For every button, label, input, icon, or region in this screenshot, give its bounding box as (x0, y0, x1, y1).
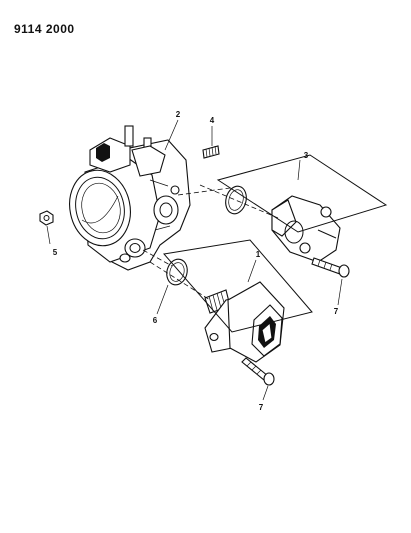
throttle-position-sensor (271, 195, 341, 263)
callout-2: 2 (176, 110, 181, 119)
iac-mounting-screw (241, 357, 275, 386)
leader-lines (46, 119, 343, 401)
callout-3: 3 (304, 151, 309, 160)
hex-nut (39, 210, 54, 226)
o-ring-lower (166, 258, 188, 286)
throttle-body (69, 125, 191, 271)
callout-7-upper: 7 (334, 307, 339, 316)
iac-assembly-outline (163, 239, 313, 333)
adjustment-screw (202, 145, 220, 159)
callout-5: 5 (53, 248, 58, 257)
alignment-lines (142, 184, 279, 301)
callout-1: 1 (256, 250, 261, 259)
callout-7-lower: 7 (259, 403, 264, 412)
tps-mounting-screw (311, 257, 350, 278)
diagram-reference-number: 9114 2000 (14, 22, 75, 36)
callout-6: 6 (153, 316, 158, 325)
callout-4: 4 (210, 116, 215, 125)
o-ring-upper (225, 185, 247, 215)
tps-assembly-outline (216, 154, 388, 233)
